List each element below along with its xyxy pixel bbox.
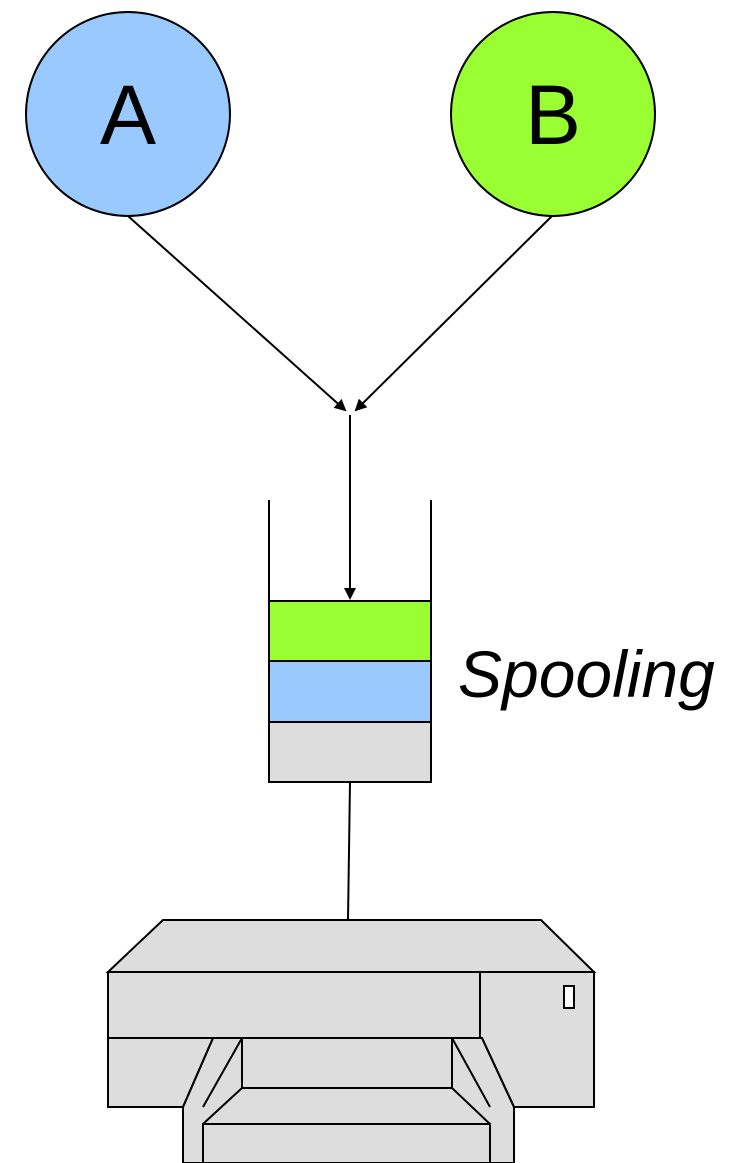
printer-tray-edge-right: [481, 1037, 515, 1108]
spool-layer-a: [268, 660, 432, 723]
printer-tray-edge-right-inner: [451, 1037, 491, 1108]
printer-top: [105, 919, 597, 973]
arrow-b-to-spool: [354, 215, 553, 412]
printer-button-icon: [563, 985, 575, 1009]
arrow-a-to-spool: [127, 215, 347, 412]
node-b: B: [450, 11, 656, 217]
spool-buffer: [268, 500, 432, 783]
printer-tray: [202, 1087, 491, 1163]
printer-tray-edge-left: [182, 1037, 214, 1108]
spool-to-printer-line: [347, 781, 351, 921]
spool-layer-base: [268, 721, 432, 783]
node-a: A: [25, 11, 231, 217]
node-b-circle: [450, 11, 656, 217]
node-b-label: B: [525, 68, 581, 162]
printer-icon: [105, 919, 597, 1163]
spool-layer-b: [268, 600, 432, 662]
node-a-label: A: [100, 68, 156, 162]
printer-body: [107, 971, 595, 1108]
printer-tray-edge-left-inner: [202, 1037, 243, 1108]
spooling-label: Spooling: [458, 637, 715, 711]
